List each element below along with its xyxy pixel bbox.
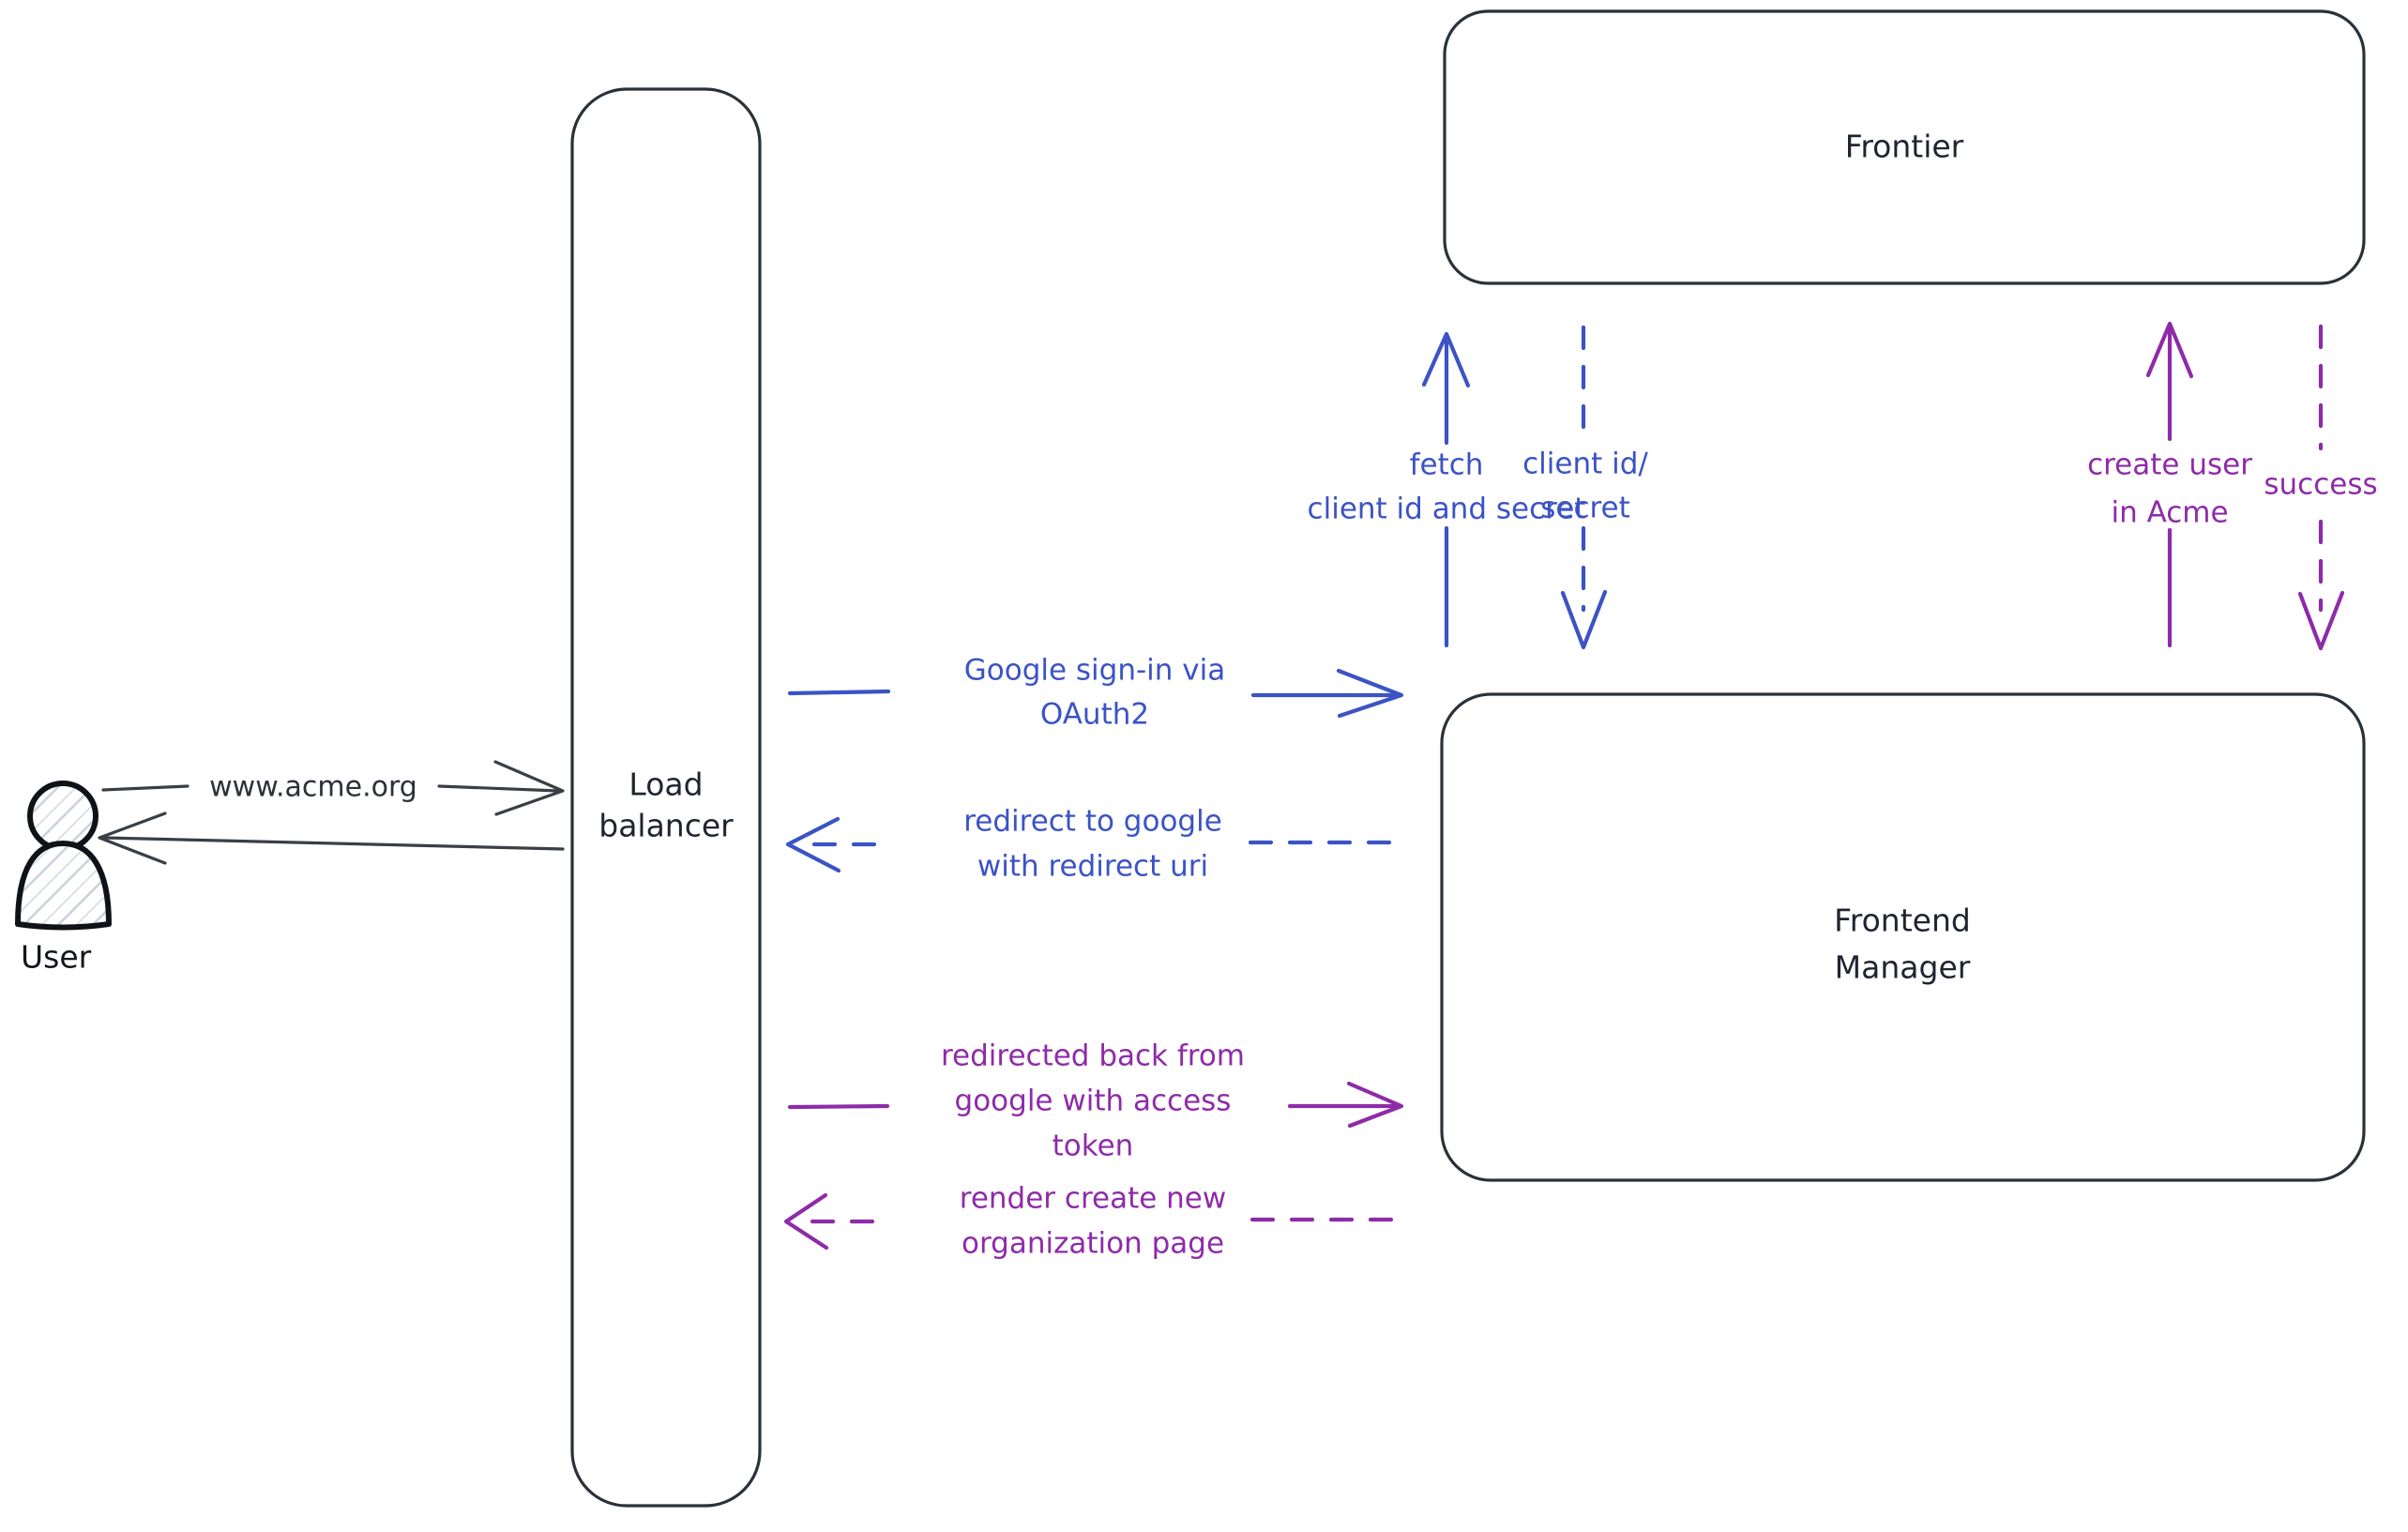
frontend-manager-label-line1: Frontend bbox=[1834, 903, 1971, 939]
arrowhead-up-icon bbox=[2145, 321, 2194, 379]
edge-line-head bbox=[787, 689, 891, 696]
frontend-manager-shape bbox=[1440, 692, 2366, 1182]
load-balancer-label-line1: Load bbox=[629, 766, 703, 803]
edge-frontier-to-fm-success: success bbox=[2264, 324, 2378, 651]
edge-line bbox=[103, 836, 565, 851]
person-icon-body bbox=[15, 841, 112, 931]
edge-frontier-to-fm-creds-label-line2: secret bbox=[1540, 492, 1630, 525]
arrowhead-right-icon bbox=[1346, 1081, 1404, 1129]
arrowhead-down-icon bbox=[2297, 590, 2345, 651]
edge-fm-to-lb-redirect-label-line1: redirect to google bbox=[963, 805, 1222, 839]
edge-user-to-load-balancer: www.acme.org bbox=[101, 760, 565, 816]
edge-fm-to-frontier-create: create user in Acme bbox=[2087, 321, 2252, 648]
load-balancer-shape bbox=[570, 87, 762, 1508]
edge-lb-to-fm-signin: Google sign-in via OAuth2 bbox=[787, 654, 1404, 732]
edge-load-balancer-to-user bbox=[98, 812, 565, 865]
edge-line-head bbox=[787, 1103, 890, 1110]
arrowhead-left-icon bbox=[785, 816, 841, 873]
edge-fm-to-lb-render: render create new organization page bbox=[783, 1182, 1399, 1261]
load-balancer-label-line2: balancer bbox=[598, 808, 734, 844]
edge-fm-to-frontier-fetch-label-line2: client id and secret bbox=[1308, 493, 1586, 526]
edge-lb-to-fm-signin-label-line2: OAuth2 bbox=[1040, 698, 1149, 732]
edge-fm-to-frontier-create-label-line2: in Acme bbox=[2111, 496, 2228, 530]
edge-fm-to-frontier-fetch: fetch client id and secret bbox=[1308, 331, 1586, 648]
edge-frontier-to-fm-creds-label-line1: client id/ bbox=[1522, 447, 1648, 481]
edge-line-tail bbox=[437, 784, 560, 793]
frontend-manager-label-line2: Manager bbox=[1835, 949, 1971, 986]
edge-fm-to-lb-render-label-line1: render create new bbox=[960, 1182, 1226, 1216]
frontier-label: Frontier bbox=[1845, 129, 1964, 165]
edge-fm-to-frontier-fetch-label-line1: fetch bbox=[1410, 448, 1484, 482]
edge-line bbox=[101, 784, 189, 792]
edge-user-to-lb-label: www.acme.org bbox=[209, 771, 417, 804]
arrowhead-left-icon bbox=[783, 1192, 829, 1251]
actor-user[interactable]: User bbox=[15, 781, 112, 976]
node-frontend-manager[interactable]: Frontend Manager bbox=[1440, 692, 2366, 1182]
arrowhead-right-icon bbox=[493, 760, 565, 816]
edge-frontier-to-fm-creds: client id/ secret bbox=[1522, 325, 1648, 650]
edge-frontier-to-fm-success-label: success bbox=[2264, 468, 2377, 502]
edge-lb-to-fm-token-label-line3: token bbox=[1053, 1130, 1134, 1163]
arrowhead-down-icon bbox=[1560, 589, 1608, 650]
edge-fm-to-frontier-create-label-line1: create user bbox=[2087, 448, 2252, 482]
edge-lb-to-fm-token: redirected back from google with access … bbox=[787, 1039, 1404, 1163]
edge-fm-to-lb-redirect-label-line2: with redirect uri bbox=[977, 850, 1208, 884]
arrowhead-right-icon bbox=[1336, 668, 1404, 719]
node-load-balancer[interactable]: Load balancer bbox=[570, 87, 762, 1508]
frontier-shape bbox=[1443, 9, 2366, 285]
edge-lb-to-fm-signin-label-line1: Google sign-in via bbox=[964, 654, 1226, 688]
edge-fm-to-lb-redirect: redirect to google with redirect uri bbox=[785, 805, 1400, 884]
actor-user-label: User bbox=[21, 939, 92, 976]
arrowhead-left-icon bbox=[98, 812, 167, 865]
edge-lb-to-fm-token-label-line1: redirected back from bbox=[941, 1039, 1245, 1073]
node-frontier[interactable]: Frontier bbox=[1443, 9, 2366, 285]
person-icon-head bbox=[27, 781, 98, 852]
edge-lb-to-fm-token-label-line2: google with access bbox=[955, 1085, 1232, 1118]
edge-fm-to-lb-render-label-line2: organization page bbox=[962, 1227, 1224, 1261]
arrowhead-up-icon bbox=[1421, 331, 1471, 388]
